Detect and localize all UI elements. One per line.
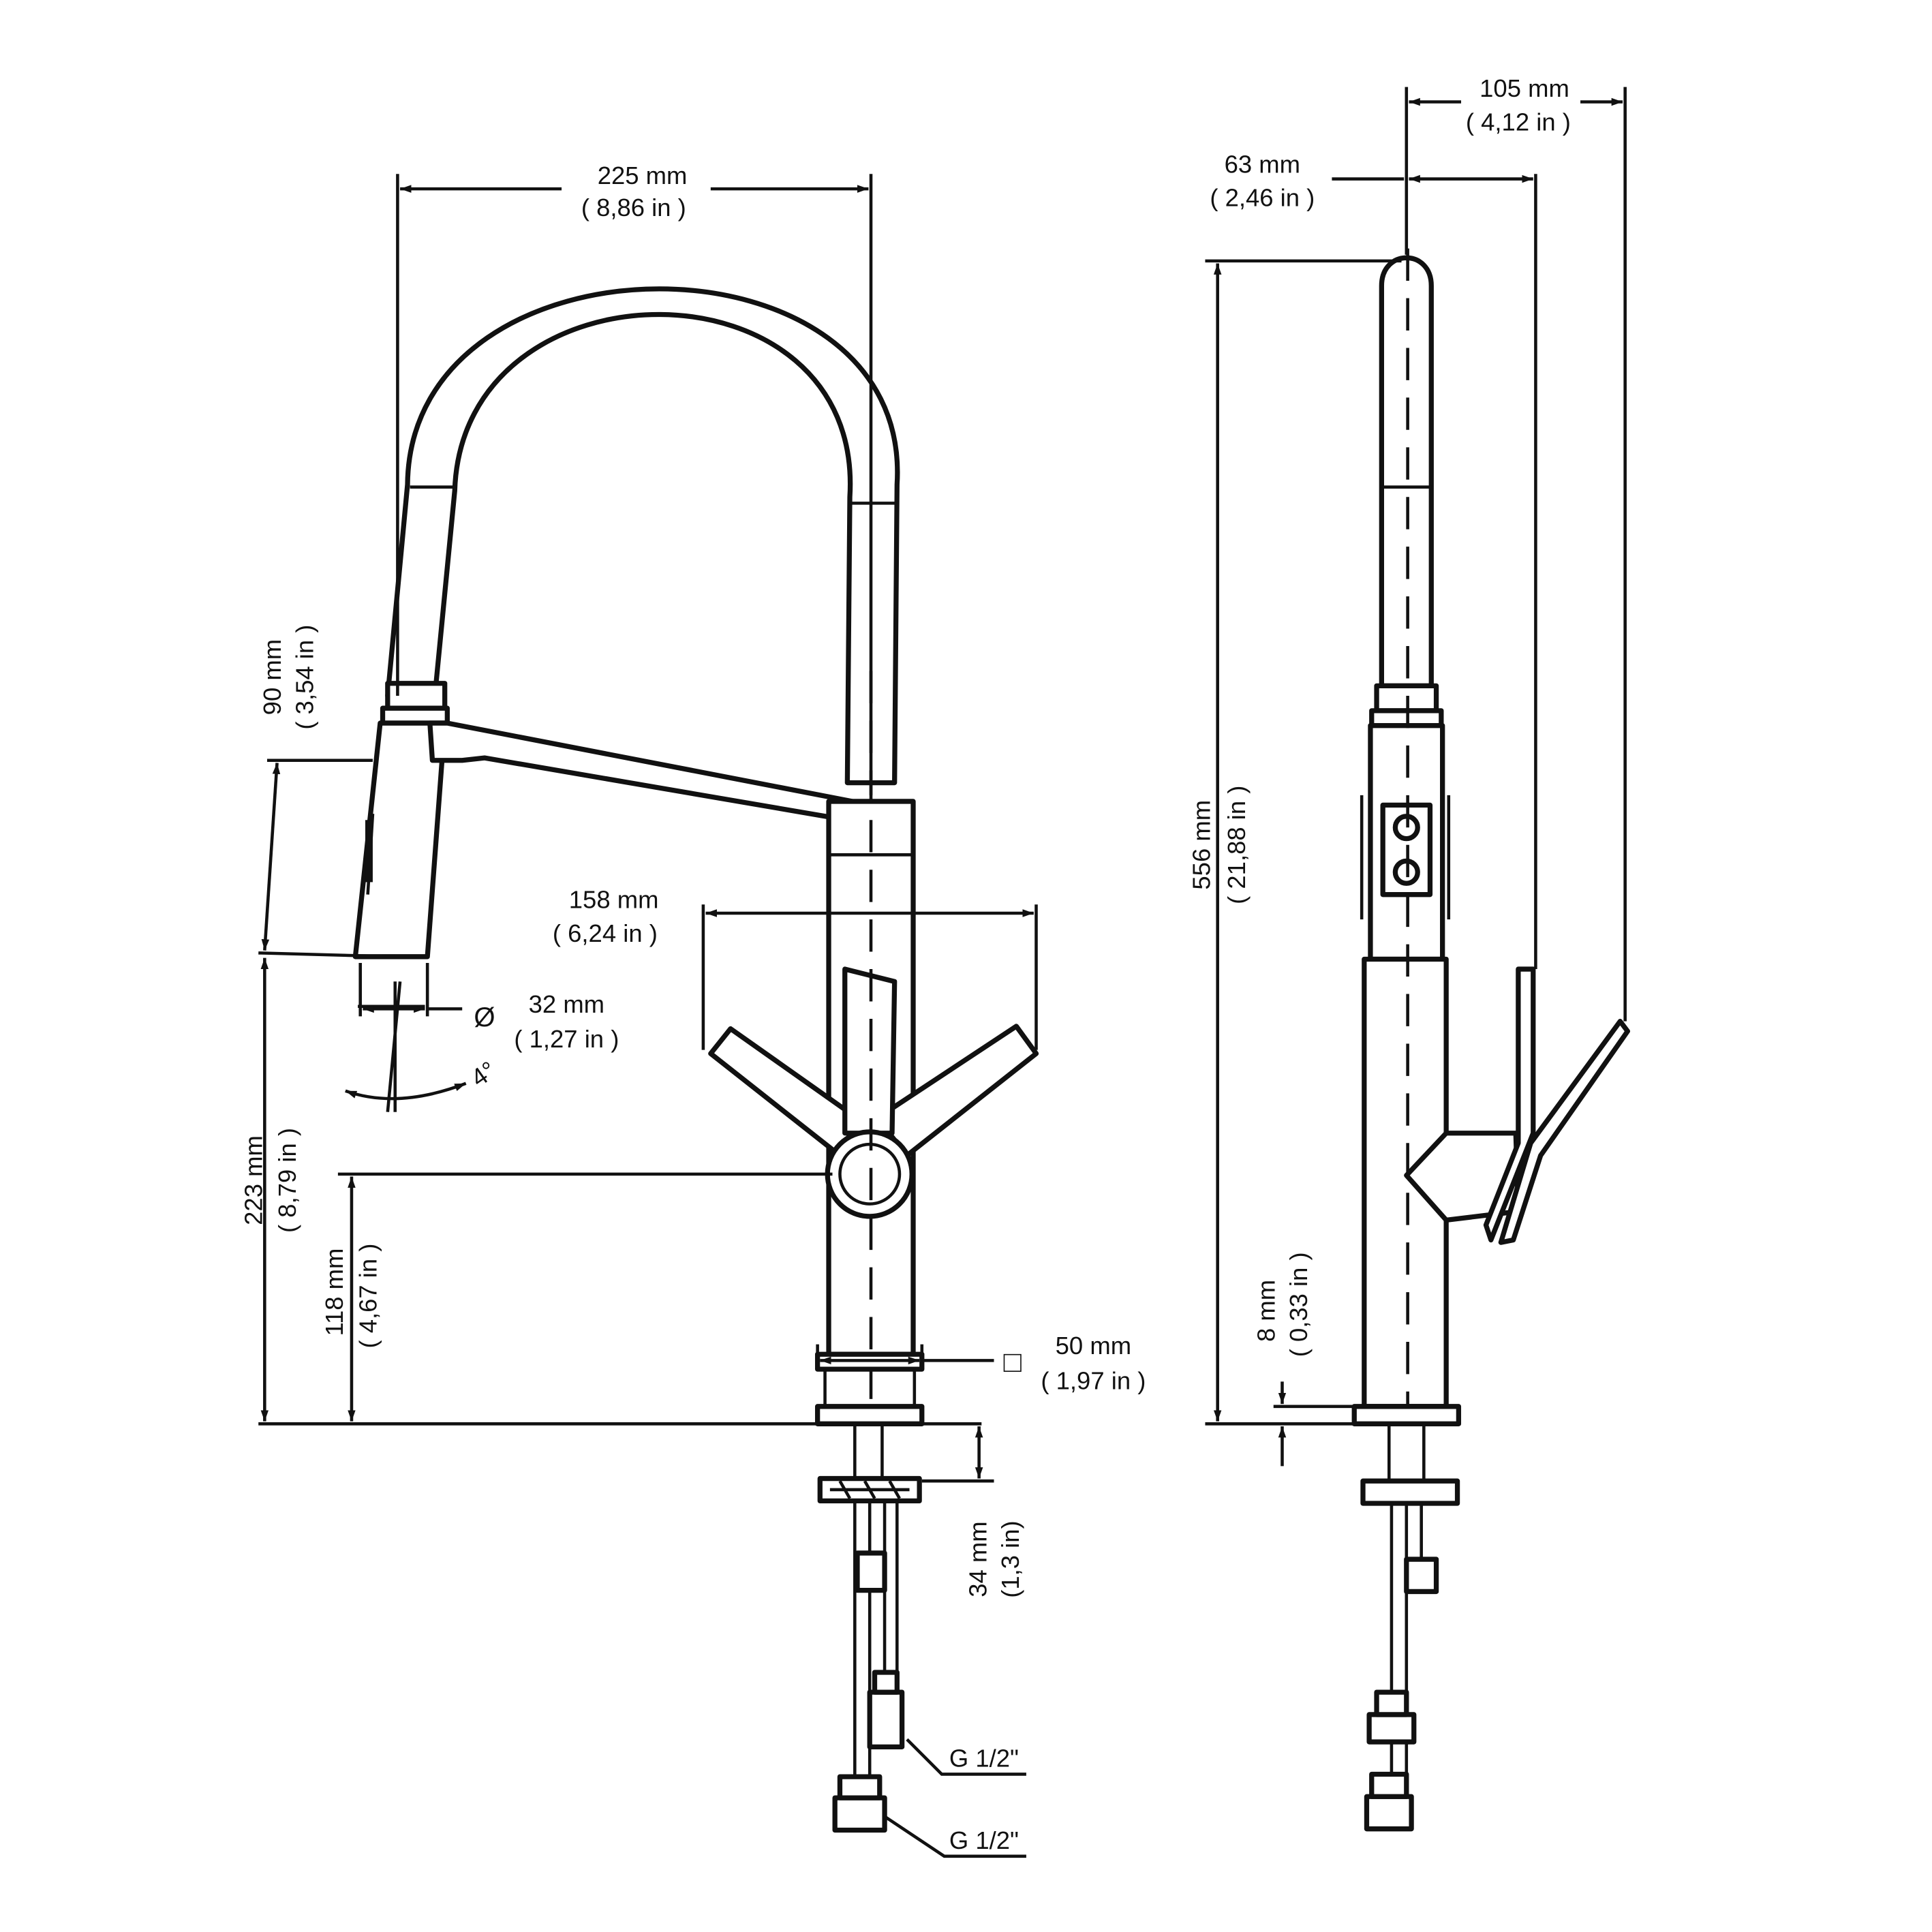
dim-32-mm: 32 mm [529,990,604,1018]
thread-label-2: G 1/2" [949,1826,1019,1854]
front-holder-arm [427,720,855,821]
dim-32-in: ( 1,27 in ) [514,1025,619,1053]
dim-105-mm: 105 mm [1479,74,1569,102]
side-hose-connector-1 [1366,1712,1417,1745]
dim-223-mm: 223 mm [240,1135,268,1225]
dim-50-in: ( 1,97 in ) [1041,1366,1146,1394]
side-view [1351,248,1630,1832]
side-lever-block [1404,1131,1521,1223]
front-spout-arch [385,286,900,786]
front-hose-connector-2 [832,1795,887,1833]
dim-223-in: ( 8,79 in ) [273,1128,301,1233]
dim-50-symbol: □ [1004,1345,1022,1379]
side-dimensions: 105 mm ( 4,12 in ) 63 mm ( 2,46 in ) 556… [1188,74,1627,1467]
dim-50-mm: 50 mm [1056,1332,1131,1360]
dim-34-mm: 34 mm [964,1521,992,1597]
dim-90-in: ( 3,54 in ) [290,625,318,730]
dim-angle-4: 4° [465,1056,501,1092]
dim-90-mm: 90 mm [258,639,286,715]
front-dimensions: 225 mm ( 8,86 in ) 90 mm ( 3,54 in ) 158… [240,162,1146,1858]
front-hose-connector-1 [867,1689,905,1749]
dim-158-in: ( 6,24 in ) [553,919,658,947]
dim-158-mm: 158 mm [569,886,659,914]
thread-label-1: G 1/2" [949,1745,1019,1773]
dim-63-mm: 63 mm [1225,150,1300,178]
front-view [352,286,1039,1833]
dim-556-mm: 556 mm [1188,800,1216,890]
side-mounting-nut [1360,1478,1460,1506]
dim-118-in: ( 4,67 in ) [354,1244,382,1349]
dim-34-in: (1,3 in) [996,1520,1024,1597]
side-base [1351,1404,1462,1426]
dim-105-in: ( 4,12 in ) [1466,108,1571,136]
dim-8-in: ( 0,33 in ) [1285,1252,1313,1357]
dim-63-in: ( 2,46 in ) [1210,184,1315,212]
dim-225-in: ( 8,86 in ) [581,194,686,221]
dim-556-in: ( 21,88 in ) [1223,786,1251,904]
dim-32-symbol: Ø [474,1002,495,1032]
dim-8-mm: 8 mm [1253,1280,1281,1342]
dim-118-mm: 118 mm [320,1248,348,1336]
side-hose-connector-2 [1364,1794,1414,1832]
side-lever-handle [1483,966,1536,1243]
dim-225-mm: 225 mm [598,162,688,189]
